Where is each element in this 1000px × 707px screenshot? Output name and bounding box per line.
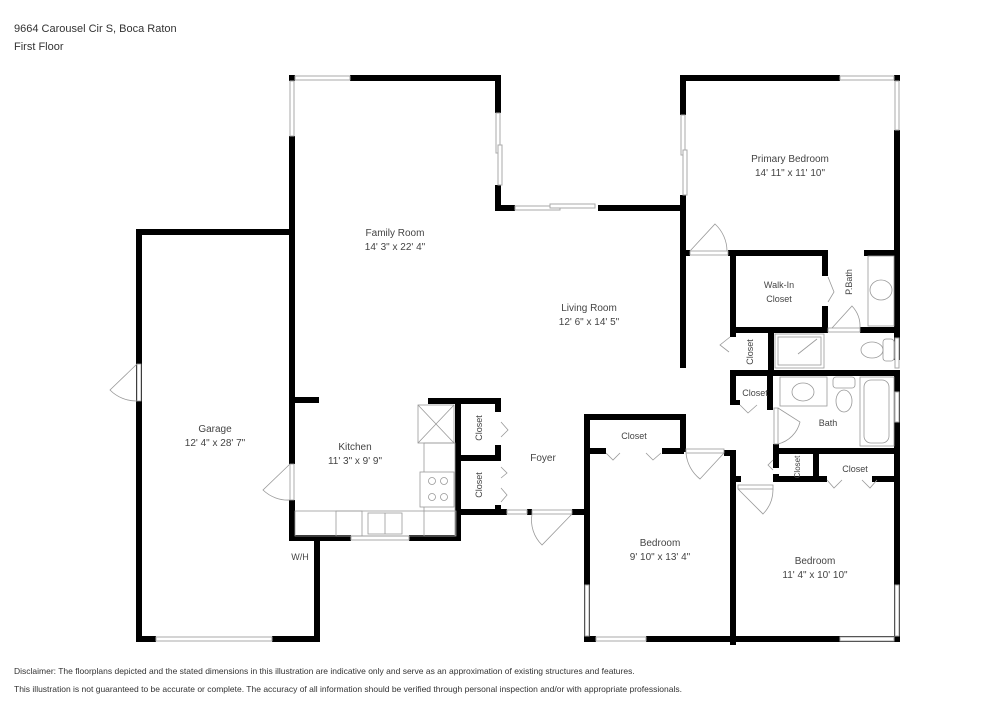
living-room-dims: 12' 6" x 14' 5" <box>559 317 620 328</box>
family-room-dims: 14' 3" x 22' 4" <box>365 242 426 253</box>
front-door-icon[interactable] <box>531 509 573 546</box>
kitchen-dims: 11' 3" x 9' 9" <box>328 456 383 467</box>
room-labels: Family Room 14' 3" x 22' 4" Living Room … <box>185 154 868 581</box>
refrigerator-icon <box>417 404 455 444</box>
garage-kitchen-door-icon[interactable] <box>262 463 295 501</box>
fixtures <box>294 255 895 537</box>
closet-label-foyer-1: Closet <box>474 415 484 441</box>
bedroom-3-name: Bedroom <box>795 556 836 567</box>
pbath-label: P.Bath <box>844 269 854 295</box>
primary-bedroom-name: Primary Bedroom <box>751 154 829 165</box>
closet-label-hall-vertical: Closet <box>745 339 755 365</box>
kitchen-sink-icon <box>367 512 403 535</box>
walk-in-closet-label-1: Walk-In <box>764 280 794 290</box>
garage-name: Garage <box>198 424 232 435</box>
disclaimer-line-1: Disclaimer: The floorplans depicted and … <box>14 666 635 676</box>
bath-label: Bath <box>819 418 838 428</box>
pbath-door-icon[interactable] <box>827 305 861 333</box>
disclaimer: Disclaimer: The floorplans depicted and … <box>14 662 682 698</box>
header: 9664 Carousel Cir S, Boca Raton First Fl… <box>14 20 177 56</box>
stove-icon <box>419 471 455 508</box>
bath-sink-icon <box>779 376 828 407</box>
address: 9664 Carousel Cir S, Boca Raton <box>14 23 177 35</box>
disclaimer-line-2: This illustration is not guaranteed to b… <box>14 684 682 694</box>
kitchen-name: Kitchen <box>338 442 371 453</box>
walk-in-closet-label-2: Closet <box>766 294 792 304</box>
water-heater-label: W/H <box>291 552 309 562</box>
bedroom-3-door-icon[interactable] <box>737 484 774 515</box>
family-room-name: Family Room <box>366 228 425 239</box>
closet-label-bedroom-3: Closet <box>842 464 868 474</box>
bedroom-3-dims: 11' 4" x 10' 10" <box>782 570 848 581</box>
bedroom-2-dims: 9' 10" x 13' 4" <box>630 552 691 563</box>
primary-bedroom-door-icon[interactable] <box>689 223 729 256</box>
primary-bedroom-dims: 14' 11" x 11' 10" <box>755 168 825 179</box>
bath-door-icon[interactable] <box>773 407 801 445</box>
walls <box>136 75 900 645</box>
bath-toilet-icon <box>832 376 856 413</box>
closet-label-hall: Closet <box>742 388 768 398</box>
closet-label-foyer-2: Closet <box>474 472 484 498</box>
living-room-name: Living Room <box>561 303 617 314</box>
doors <box>109 223 878 546</box>
pbath-toilet-icon <box>860 338 895 362</box>
closet-label-small: Closet <box>793 455 802 478</box>
garage-side-door-icon[interactable] <box>109 363 142 402</box>
foyer-name: Foyer <box>530 453 556 464</box>
bedroom-2-name: Bedroom <box>640 538 681 549</box>
floor-label: First Floor <box>14 41 64 53</box>
bedroom-2-door-icon[interactable] <box>685 448 725 480</box>
garage-dims: 12' 4" x 28' 7" <box>185 438 246 449</box>
shower-icon <box>774 333 825 369</box>
windows <box>155 75 900 642</box>
bathtub-icon <box>859 376 895 447</box>
pbath-sink-icon <box>867 255 895 327</box>
closet-label-bedroom-2: Closet <box>621 431 647 441</box>
